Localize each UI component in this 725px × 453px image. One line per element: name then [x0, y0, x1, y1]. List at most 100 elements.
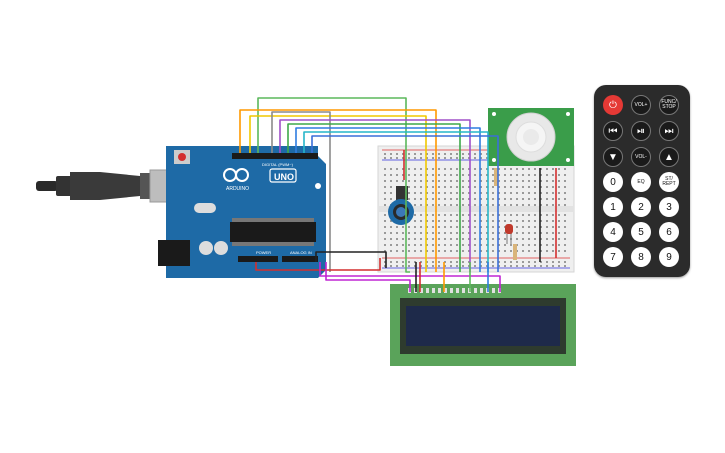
remote-button-label: ⏮	[608, 125, 618, 137]
remote-button-five[interactable]: 5	[631, 222, 651, 242]
breadboard-hole	[558, 204, 560, 206]
breadboard-hole	[408, 174, 410, 176]
breadboard-hole	[552, 192, 554, 194]
breadboard[interactable]	[377, 145, 575, 273]
breadboard-hole	[456, 204, 458, 206]
breadboard-hole	[432, 186, 434, 188]
breadboard-hole	[432, 153, 434, 155]
arduino-uno-board[interactable]: ARDUINO UNO DIGITAL (PWM~) POWER ANALOG …	[158, 146, 326, 278]
breadboard-hole	[510, 265, 512, 267]
breadboard-hole	[516, 220, 518, 222]
remote-button-one[interactable]: 1	[603, 197, 623, 217]
breadboard-hole	[540, 204, 542, 206]
remote-button-vol-up[interactable]: VOL+	[631, 95, 651, 115]
remote-button-nine[interactable]: 9	[659, 247, 679, 267]
breadboard-hole	[474, 180, 476, 182]
breadboard-hole	[516, 168, 518, 170]
remote-button-down[interactable]: ▼	[603, 147, 623, 167]
breadboard-hole	[474, 198, 476, 200]
remote-button-up[interactable]: ▲	[659, 147, 679, 167]
remote-button-eq[interactable]: EQ	[631, 172, 651, 192]
breadboard-hole	[462, 238, 464, 240]
usb-cable[interactable]	[36, 169, 187, 203]
remote-button-fast-forward[interactable]: ⏭	[659, 121, 679, 141]
breadboard-hole	[546, 244, 548, 246]
breadboard-hole	[456, 261, 458, 263]
breadboard-hole	[480, 232, 482, 234]
breadboard-hole	[444, 232, 446, 234]
breadboard-hole	[426, 226, 428, 228]
breadboard-hole	[468, 238, 470, 240]
breadboard-hole	[402, 174, 404, 176]
breadboard-hole	[504, 250, 506, 252]
breadboard-hole	[432, 204, 434, 206]
breadboard-hole	[414, 174, 416, 176]
breadboard-hole	[462, 265, 464, 267]
breadboard-hole	[384, 265, 386, 267]
resistor-1[interactable]	[494, 168, 498, 186]
remote-button-seven[interactable]: 7	[603, 247, 623, 267]
breadboard-hole	[522, 244, 524, 246]
breadboard-hole	[540, 198, 542, 200]
remote-button-three[interactable]: 3	[659, 197, 679, 217]
remote-button-power[interactable]: ⏻	[603, 95, 623, 115]
breadboard-hole	[450, 153, 452, 155]
breadboard-hole	[528, 265, 530, 267]
remote-button-vol-down[interactable]: VOL-	[631, 147, 651, 167]
breadboard-hole	[564, 192, 566, 194]
breadboard-hole	[456, 157, 458, 159]
breadboard-hole	[432, 198, 434, 200]
reset-button[interactable]	[178, 153, 186, 161]
breadboard-hole	[414, 157, 416, 159]
breadboard-hole	[390, 157, 392, 159]
breadboard-hole	[390, 186, 392, 188]
breadboard-hole	[450, 186, 452, 188]
breadboard-hole	[486, 174, 488, 176]
breadboard-hole	[528, 238, 530, 240]
power-jack[interactable]	[158, 240, 190, 266]
remote-button-play-pause[interactable]: ⏯	[631, 121, 651, 141]
remote-button-six[interactable]: 6	[659, 222, 679, 242]
breadboard-hole	[426, 232, 428, 234]
wires[interactable]	[239, 97, 557, 292]
breadboard-hole	[474, 186, 476, 188]
remote-button-rewind[interactable]: ⏮	[603, 121, 623, 141]
breadboard-hole	[510, 204, 512, 206]
remote-button-eight[interactable]: 8	[631, 247, 651, 267]
remote-button-func-stop[interactable]: FUNC/ STOP	[659, 95, 679, 115]
breadboard-hole	[546, 220, 548, 222]
potentiometer[interactable]	[388, 186, 414, 225]
breadboard-hole	[510, 168, 512, 170]
breadboard-hole	[426, 174, 428, 176]
resistor-2[interactable]	[513, 244, 517, 260]
remote-button-two[interactable]: 2	[631, 197, 651, 217]
breadboard-hole	[558, 214, 560, 216]
breadboard-hole	[510, 220, 512, 222]
breadboard-hole	[558, 174, 560, 176]
breadboard-hole	[504, 186, 506, 188]
breadboard-hole	[462, 220, 464, 222]
remote-button-st-rept[interactable]: ST/ REPT	[659, 172, 679, 192]
breadboard-hole	[468, 198, 470, 200]
breadboard-hole	[414, 220, 416, 222]
breadboard-hole	[396, 232, 398, 234]
breadboard-hole	[462, 186, 464, 188]
remote-button-four[interactable]: 4	[603, 222, 623, 242]
breadboard-hole	[462, 244, 464, 246]
breadboard-hole	[402, 261, 404, 263]
lcd-16x2-display[interactable]	[390, 284, 576, 366]
breadboard-hole	[504, 180, 506, 182]
pir-motion-sensor[interactable]	[488, 108, 574, 166]
breadboard-hole	[414, 250, 416, 252]
red-led[interactable]	[505, 224, 513, 244]
breadboard-hole	[408, 244, 410, 246]
breadboard-hole	[564, 220, 566, 222]
remote-button-zero[interactable]: 0	[603, 172, 623, 192]
breadboard-hole	[534, 261, 536, 263]
breadboard-hole	[462, 226, 464, 228]
breadboard-hole	[384, 153, 386, 155]
breadboard-hole	[408, 261, 410, 263]
breadboard-hole	[552, 250, 554, 252]
breadboard-hole	[426, 244, 428, 246]
